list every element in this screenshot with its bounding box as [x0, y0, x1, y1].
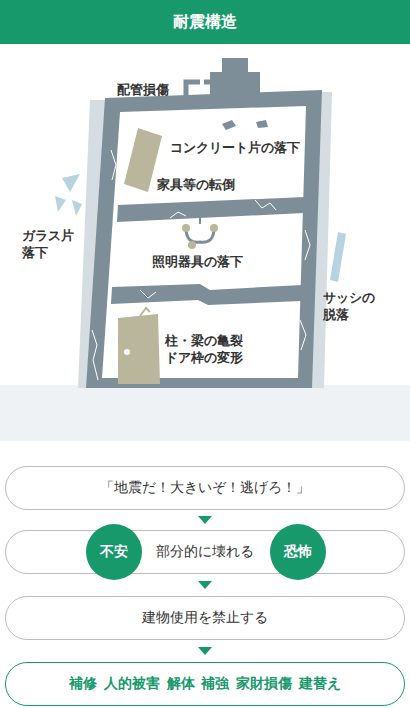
- part-label: ガラス片 落下: [22, 228, 78, 262]
- glass-shard: [72, 200, 82, 216]
- door-knob: [124, 349, 130, 355]
- arrow-head: [198, 647, 212, 655]
- part-label: サッシの 脱落: [323, 290, 380, 324]
- pipe: [204, 80, 210, 85]
- flow-arrow: [198, 574, 212, 596]
- lamp-cord: [199, 214, 201, 224]
- flow-box: 建物使用を禁止する: [5, 596, 405, 640]
- part-label: 照明器具の落下: [152, 254, 243, 271]
- arrow-head: [198, 516, 212, 524]
- glass-shard: [55, 196, 66, 212]
- title-text: 耐震構造: [0, 0, 410, 44]
- step-text: 建物使用を禁止する: [142, 609, 268, 627]
- glass-shard: [62, 174, 80, 192]
- ground: [0, 385, 410, 441]
- lamp-bulb: [210, 224, 218, 232]
- lamp: [186, 228, 214, 242]
- flow-arrow: [198, 640, 212, 662]
- emotion-text: 恐怖: [284, 543, 312, 561]
- crack: [92, 330, 98, 380]
- part-label: 柱・梁の亀裂 ドア枠の変形: [165, 333, 248, 367]
- floor-beam: [111, 284, 302, 305]
- flow-box: 部分的に壊れる 不安 恐怖: [5, 530, 405, 574]
- lamp-bulb: [188, 241, 196, 249]
- door: [118, 314, 160, 384]
- emotion-text: 不安: [100, 543, 128, 561]
- building-frame: [86, 90, 322, 388]
- part-label: コンクリート片の落下: [170, 140, 300, 157]
- concrete-shard: [256, 120, 268, 128]
- step-text: 部分的に壊れる: [156, 543, 254, 561]
- arrow-head: [198, 581, 212, 589]
- concrete-chunk: [124, 128, 162, 192]
- part-label: 配管損傷: [117, 82, 169, 99]
- crack: [305, 230, 310, 260]
- emotion-circle: 恐怖: [270, 524, 326, 580]
- concrete-shard: [222, 120, 236, 130]
- lamp-bulb: [182, 224, 190, 232]
- flow-arrow: [198, 510, 212, 530]
- crack: [255, 200, 276, 210]
- flow-box: 「地震だ！大きいぞ！逃げろ！」: [5, 466, 405, 510]
- step-text: 補修 人的被害 解体 補強 家財損傷 建替え: [69, 675, 341, 693]
- part-label: 家具等の転倒: [157, 177, 235, 194]
- crack: [300, 320, 306, 350]
- result-box: 補修 人的被害 解体 補強 家財損傷 建替え: [5, 662, 405, 706]
- step-text: 「地震だ！大きいぞ！逃げろ！」: [100, 479, 310, 497]
- crack: [140, 290, 156, 298]
- crack: [111, 150, 116, 180]
- rooftop-unit: [222, 58, 248, 74]
- floor-beam: [117, 197, 305, 222]
- sash: [330, 232, 346, 282]
- emotion-circle: 不安: [86, 524, 142, 580]
- door-frame-bend: [140, 308, 150, 316]
- crack: [170, 212, 186, 218]
